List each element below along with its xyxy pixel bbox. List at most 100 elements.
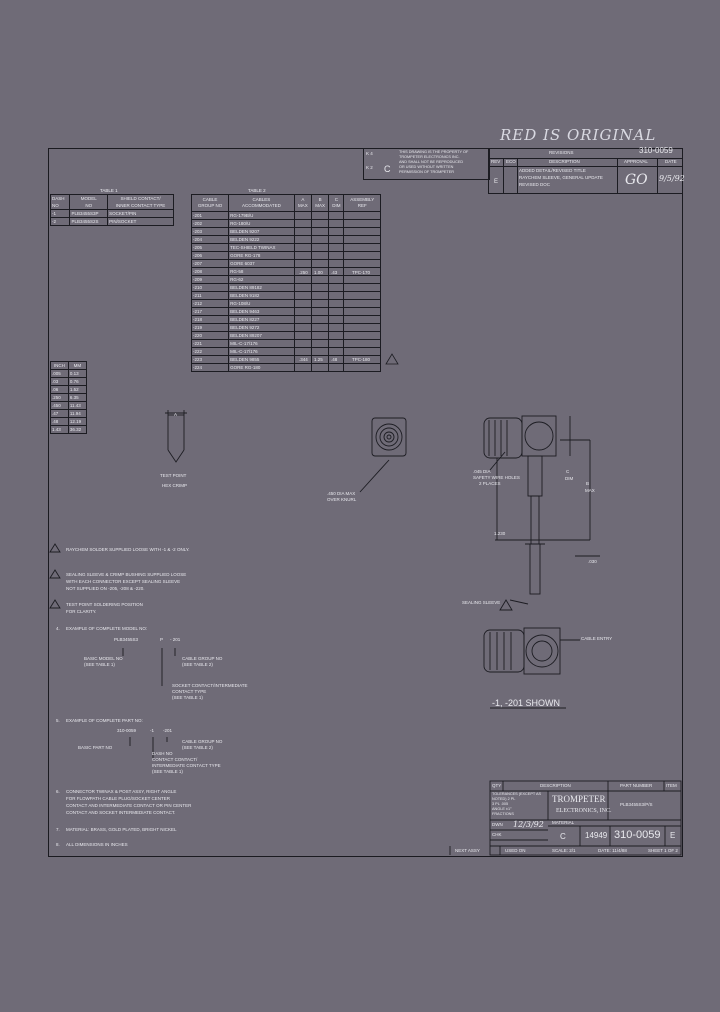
table-cell xyxy=(328,211,345,220)
table-cell: GORE RG-178 xyxy=(228,251,295,260)
hex-label-2: HEX CRIMP xyxy=(162,483,188,488)
tb-company-1: TROMPETER xyxy=(552,794,606,804)
tb-tol-2: NOTED) 2 PL xyxy=(492,797,516,801)
note-5-group-2: (SEE TABLE 2) xyxy=(182,745,213,750)
note-4-model-g: - 201 xyxy=(170,637,181,642)
table-cell xyxy=(343,315,381,324)
table-cell: -219 xyxy=(190,323,230,332)
table-cell xyxy=(310,259,330,268)
table-cell xyxy=(293,219,312,228)
table-cell: -220 xyxy=(190,331,230,340)
table-cell: RG-58 xyxy=(228,267,295,276)
revisions-title: REVISIONS xyxy=(549,150,574,155)
table-cell: -1 xyxy=(49,209,71,218)
table-cell: -210 xyxy=(190,283,230,292)
table-cell: RG-179B/U xyxy=(228,211,295,220)
rev-row-approval: GO xyxy=(625,172,648,188)
dim-b-unit: MAX xyxy=(585,488,595,493)
tb-tol-1: TOLERANCES (EXCEPT AS xyxy=(492,792,542,796)
table-cell: TEC-SHIELD TWINAX xyxy=(228,243,295,252)
table-cell: BELDEN 89207 xyxy=(228,331,295,340)
note-4-model: PLB3455S3 xyxy=(114,637,139,642)
fill-holes-2: SAFETY WIRE HOLES xyxy=(473,475,520,480)
table-cell xyxy=(293,259,312,268)
table2-merged-a2: .344 xyxy=(299,357,308,362)
table-cell xyxy=(328,283,345,292)
table-cell: -218 xyxy=(190,315,230,324)
table-cell: .250 xyxy=(50,393,69,402)
table-cell xyxy=(310,227,330,236)
dim-c-unit: DIM xyxy=(565,476,574,481)
table-cell: -206 xyxy=(190,251,230,260)
table-row: -2 PLB3455S2S PIN/SOCKET xyxy=(49,217,174,226)
property-note-4: OR USED WITHOUT WRITTEN xyxy=(399,165,454,169)
table-cell: RG-180/U xyxy=(228,219,295,228)
table2-title: TABLE 2 xyxy=(248,188,266,193)
note-4-group-2: (SEE TABLE 2) xyxy=(182,662,213,667)
note-4-basic-1: BASIC MODEL NO xyxy=(84,656,123,661)
dia-note-2: OVER KNURL xyxy=(327,497,357,502)
table-cell xyxy=(293,243,312,252)
rev-code-2: K 2 xyxy=(366,165,373,170)
dim-1230: 1.230 xyxy=(494,531,506,536)
rev-header-approval: APPROVAL xyxy=(624,159,648,164)
note-4-model-p: P xyxy=(160,637,164,642)
table2-merged-ref: TPC-170 xyxy=(352,270,371,275)
table1-header: SHIELD CONTACT/INNER CONTACT TYPE xyxy=(107,194,174,210)
table-cell: -223 xyxy=(190,355,230,364)
tb-tol-5: FRACTIONS xyxy=(492,812,514,816)
note-2-line-2: WITH EACH CONNECTOR EXCEPT SEALING SLEEV… xyxy=(66,579,181,584)
table-cell: -221 xyxy=(190,339,230,348)
tb-item-header: ITEM xyxy=(666,783,677,788)
table2-merged-c2: .48 xyxy=(331,357,338,362)
table-cell: -212 xyxy=(190,299,230,308)
table2-merged-b: 1.00 xyxy=(314,270,323,275)
table-cell xyxy=(343,259,381,268)
note-5-dashno-4: (SEE TABLE 1) xyxy=(152,769,183,774)
table-cell xyxy=(328,339,345,348)
table1-title: TABLE 1 xyxy=(100,188,118,193)
note-6-line-4: CONTACT AND SOCKET INTERMEDIATE CONTACT. xyxy=(66,810,176,815)
table-cell: MIL-C-17/176 xyxy=(228,339,295,348)
table-cell xyxy=(343,235,381,244)
top-notes-block: K 4 K 2 C THIS DRAWING IS THE PROPERTY O… xyxy=(363,148,490,180)
note-4-contact-2: CONTACT TYPE xyxy=(172,689,207,694)
rev-header-date: DATE xyxy=(665,159,677,164)
table-cell xyxy=(293,235,312,244)
table-cell xyxy=(310,299,330,308)
table-cell: BELDEN 9182 xyxy=(228,291,295,300)
table-cell xyxy=(343,275,381,284)
table-cell: -203 xyxy=(190,227,230,236)
table-cell xyxy=(310,339,330,348)
table-cell xyxy=(343,227,381,236)
table-cell: PLB3455S2S xyxy=(69,217,109,226)
note-4-contact-3: (SEE TABLE 1) xyxy=(172,695,203,700)
tb-drwn: DWN xyxy=(492,822,503,827)
tb-company-2: ELECTRONICS, INC. xyxy=(556,808,612,814)
tb-drawing-number: 310-0059 xyxy=(614,829,661,841)
tb-date: DATE: 11/4/88 xyxy=(598,848,627,853)
revisions-doc-number: 310-0059 xyxy=(639,146,673,155)
note-5-group-1: CABLE GROUP NO xyxy=(182,739,223,744)
note-5-dashno-2: CONTACT CONTACT/ xyxy=(152,757,198,762)
fill-holes-1: .045 DIA xyxy=(473,469,491,474)
note-5-dashno-3: INTERMEDIATE CONTACT TYPE xyxy=(152,763,221,768)
table2-merged-ref2: TPC-180 xyxy=(352,357,371,362)
table-cell xyxy=(310,283,330,292)
table-cell xyxy=(293,227,312,236)
table-cell xyxy=(343,363,381,372)
note-5-title: EXAMPLE OF COMPLETE PART NO: xyxy=(66,718,143,723)
table-cell xyxy=(328,227,345,236)
